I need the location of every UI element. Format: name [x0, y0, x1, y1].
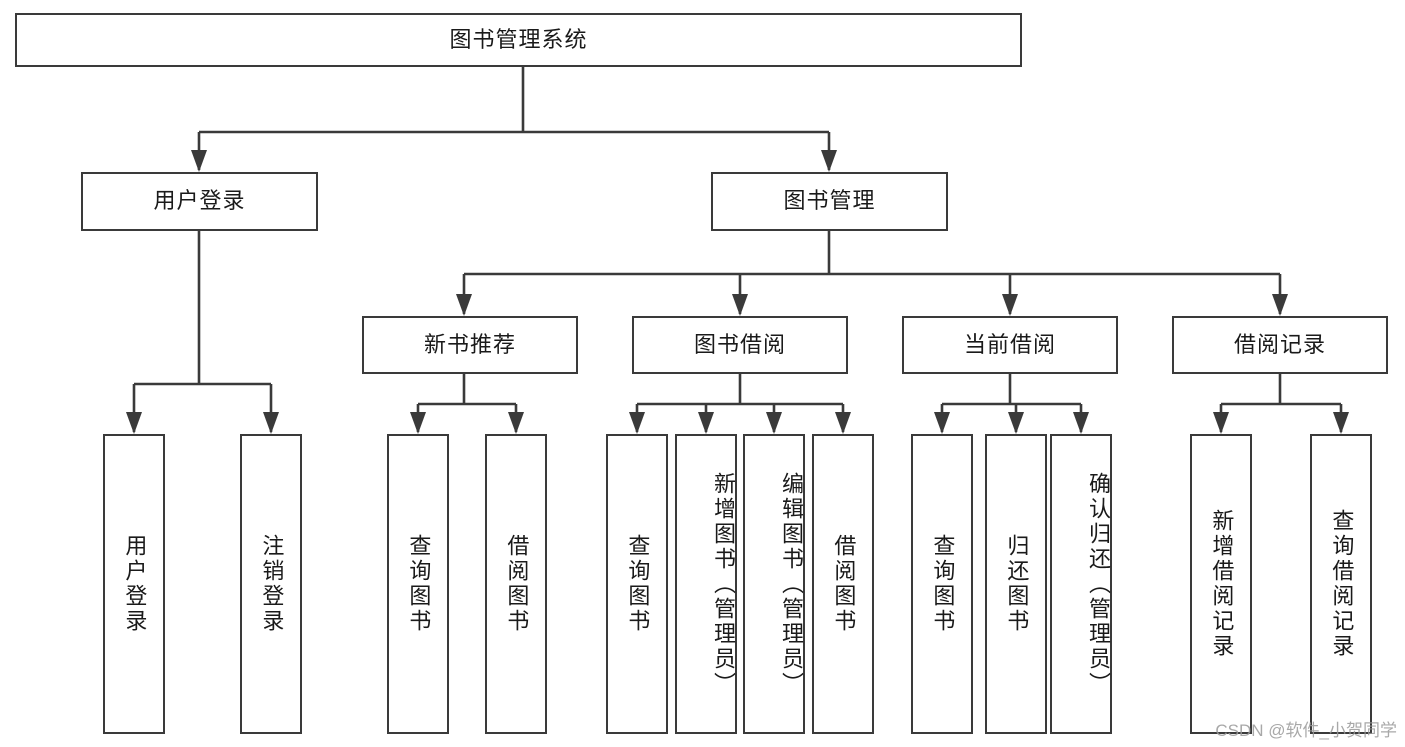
arrowhead-icon — [263, 412, 279, 434]
node-leaf-logout[interactable]: 注销登录 — [240, 434, 302, 734]
node-label: 借阅记录 — [1233, 331, 1326, 357]
arrowhead-icon — [766, 412, 782, 434]
arrowhead-icon — [821, 150, 837, 172]
arrowhead-icon — [629, 412, 645, 434]
node-book-borrow[interactable]: 图书借阅 — [632, 316, 848, 374]
connector-root-to-level2 — [191, 67, 837, 172]
node-book-manage[interactable]: 图书管理 — [711, 172, 948, 231]
node-leaf-query-record[interactable]: 查询借阅记录 — [1310, 434, 1372, 734]
arrowhead-icon — [1333, 412, 1349, 434]
arrowhead-icon — [835, 412, 851, 434]
arrowhead-icon — [191, 150, 207, 172]
connector-user-login-to-leaves — [126, 231, 279, 434]
node-label: 查询图书 — [930, 534, 956, 634]
arrowhead-icon — [1213, 412, 1229, 434]
node-leaf-borrow-book-1[interactable]: 借阅图书 — [485, 434, 547, 734]
arrowhead-icon — [508, 412, 524, 434]
arrowhead-icon — [1002, 294, 1018, 316]
connector-current-borrow-to-leaves — [934, 374, 1089, 434]
node-borrow-record[interactable]: 借阅记录 — [1172, 316, 1388, 374]
node-label: 用户登录 — [122, 534, 148, 634]
node-label: 借阅图书 — [504, 534, 530, 634]
arrowhead-icon — [698, 412, 714, 434]
arrowhead-icon — [1073, 412, 1089, 434]
node-label: 图书管理系统 — [449, 26, 588, 52]
node-leaf-return-book[interactable]: 归还图书 — [985, 434, 1047, 734]
node-label: 借阅图书 — [831, 534, 857, 634]
node-label: 编辑图书（管理员） — [779, 471, 804, 697]
node-leaf-user-login[interactable]: 用户登录 — [103, 434, 165, 734]
node-leaf-borrow-book-2[interactable]: 借阅图书 — [812, 434, 874, 734]
watermark: CSDN @软件_小贺同学 — [1215, 721, 1397, 740]
node-label: 查询图书 — [625, 534, 651, 634]
node-label: 注销登录 — [259, 534, 285, 634]
node-label: 确认归还（管理员） — [1086, 471, 1111, 697]
node-label: 当前借阅 — [963, 331, 1056, 357]
node-root[interactable]: 图书管理系统 — [15, 13, 1022, 67]
arrowhead-icon — [732, 294, 748, 316]
node-leaf-add-record[interactable]: 新增借阅记录 — [1190, 434, 1252, 734]
connector-book-borrow-to-leaves — [629, 374, 851, 434]
arrowhead-icon — [410, 412, 426, 434]
node-label: 图书管理 — [783, 188, 876, 214]
node-leaf-query-book-1[interactable]: 查询图书 — [387, 434, 449, 734]
connector-book-manage-to-level3 — [456, 231, 1288, 316]
node-label: 新增图书（管理员） — [711, 471, 736, 697]
node-label: 查询图书 — [406, 534, 432, 634]
node-current-borrow[interactable]: 当前借阅 — [902, 316, 1118, 374]
arrowhead-icon — [456, 294, 472, 316]
node-label: 图书借阅 — [693, 331, 786, 357]
node-label: 归还图书 — [1004, 534, 1030, 634]
node-leaf-edit-book[interactable]: 编辑图书（管理员） — [743, 434, 805, 734]
node-label: 用户登录 — [153, 188, 246, 214]
node-label: 新增借阅记录 — [1209, 509, 1235, 659]
node-leaf-query-book-3[interactable]: 查询图书 — [911, 434, 973, 734]
node-user-login[interactable]: 用户登录 — [81, 172, 318, 231]
node-leaf-query-book-2[interactable]: 查询图书 — [606, 434, 668, 734]
arrowhead-icon — [126, 412, 142, 434]
connector-new-book-rec-to-leaves — [410, 374, 524, 434]
node-leaf-confirm-return[interactable]: 确认归还（管理员） — [1050, 434, 1112, 734]
arrowhead-icon — [1008, 412, 1024, 434]
node-label: 新书推荐 — [423, 331, 516, 357]
node-leaf-add-book[interactable]: 新增图书（管理员） — [675, 434, 737, 734]
node-label: 查询借阅记录 — [1329, 509, 1355, 659]
arrowhead-icon — [934, 412, 950, 434]
arrowhead-icon — [1272, 294, 1288, 316]
connector-borrow-record-to-leaves — [1213, 374, 1349, 434]
node-new-book-rec[interactable]: 新书推荐 — [362, 316, 578, 374]
